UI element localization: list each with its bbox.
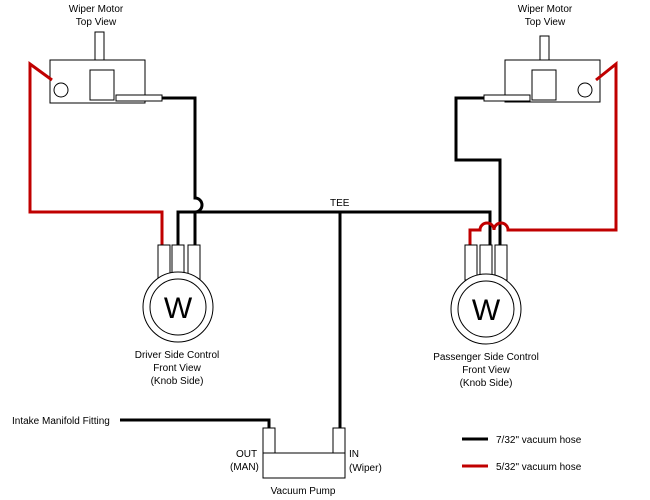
legend-label-small-hose: 5/32" vacuum hose [496, 462, 582, 473]
driver-control-knob [149, 278, 207, 336]
right-red-hose [468, 60, 618, 245]
pump-label: Vacuum Pump [271, 486, 336, 497]
pump-out-sublabel: (MAN) [230, 462, 259, 473]
driver-control-label: Driver Side Control [135, 350, 219, 361]
legend-label-large-hose: 7/32" vacuum hose [496, 435, 582, 446]
pump-in-label: IN [349, 449, 359, 460]
passenger-control-knob [457, 280, 515, 338]
left-motor-title: Wiper Motor [69, 4, 124, 15]
driver-knob-letter: W [164, 292, 193, 325]
pump-in-sublabel: (Wiper) [349, 463, 382, 474]
left-motor-shaft [94, 31, 105, 61]
intake-manifold-label: Intake Manifold Fitting [12, 416, 110, 427]
right-motor-port [577, 82, 593, 98]
passenger-control-label: Passenger Side Control [433, 352, 539, 363]
passenger-control-view: Front View [462, 365, 510, 376]
passenger-side-control: W Passenger Side Control Front View (Kno… [433, 244, 539, 389]
driver-side-control: W Driver Side Control Front View (Knob S… [135, 244, 219, 387]
right-wiper-motor: Wiper Motor Top View [483, 4, 601, 103]
right-motor-title: Wiper Motor [518, 4, 573, 15]
right-motor-inner-box [531, 69, 557, 101]
passenger-control-nipple [464, 244, 478, 281]
driver-control-view: Front View [153, 363, 201, 374]
tee-label: TEE [330, 198, 350, 209]
driver-control-side: (Knob Side) [151, 376, 204, 387]
passenger-knob-letter: W [472, 294, 501, 327]
passenger-control-nipple [494, 244, 508, 281]
pump-in-port [332, 427, 346, 454]
right-motor-nipple [483, 94, 531, 102]
left-motor-black-hose [162, 96, 204, 245]
legend: 7/32" vacuum hose 5/32" vacuum hose [462, 435, 582, 473]
left-motor-inner-box [89, 69, 115, 101]
right-motor-black-hose [454, 96, 502, 245]
left-red-hose [28, 61, 164, 245]
left-motor-nipple [115, 94, 163, 102]
intake-manifold-hose [120, 418, 271, 428]
right-motor-subtitle: Top View [525, 17, 566, 28]
right-motor-shaft [539, 35, 550, 61]
passenger-control-side: (Knob Side) [460, 378, 513, 389]
left-motor-subtitle: Top View [76, 17, 117, 28]
pump-out-label: OUT [236, 449, 257, 460]
pump-body [262, 453, 346, 479]
left-motor-port [53, 82, 69, 98]
left-wiper-motor: Wiper Motor Top View [49, 4, 163, 104]
tee-horizontal-hose [176, 210, 492, 245]
vacuum-pump: OUT (MAN) IN (Wiper) Vacuum Pump [230, 427, 382, 497]
pump-out-port [262, 427, 276, 454]
